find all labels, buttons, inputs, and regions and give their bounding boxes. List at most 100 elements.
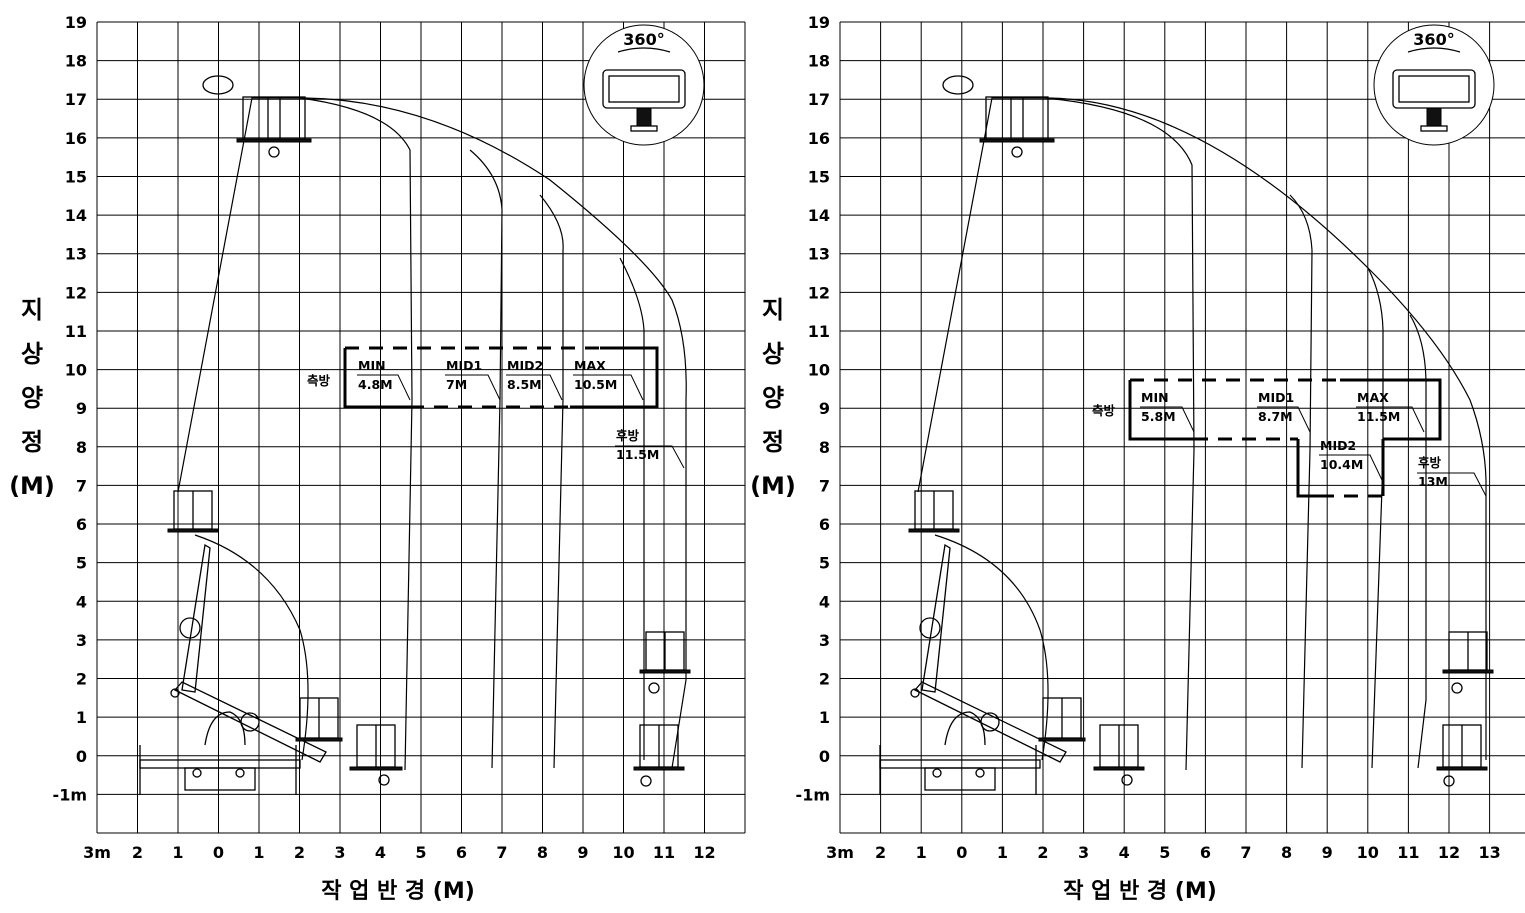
envelope-low-left	[194, 534, 309, 761]
x-tick-label: 12	[1438, 843, 1460, 862]
platform-far-upper-left	[639, 631, 691, 694]
platform-mid-left	[167, 490, 219, 533]
zone-label-max-left: MAX 10.5M	[573, 358, 644, 401]
x-tick-label: 11	[653, 843, 675, 862]
envelope-max-left	[619, 257, 645, 760]
x-tick-label: 8	[537, 843, 548, 862]
x-tick-label: 3	[1078, 843, 1089, 862]
x-tick-label: 11	[1397, 843, 1419, 862]
envelope-mid2-left	[539, 194, 564, 769]
x-tick-label: 5	[415, 843, 426, 862]
x-tick-label: 6	[1200, 843, 1211, 862]
svg-text:MID2: MID2	[507, 358, 543, 373]
svg-text:MAX: MAX	[574, 358, 606, 373]
x-tick-label: 7	[1240, 843, 1251, 862]
svg-text:8.7M: 8.7M	[1258, 409, 1293, 424]
svg-text:MIN: MIN	[358, 358, 386, 373]
svg-text:MID2: MID2	[1320, 438, 1356, 453]
side-label-right: 측방	[1092, 403, 1116, 418]
zone-label-mid1-right: MID1 8.7M	[1257, 390, 1311, 433]
y-tick-label: 1	[819, 708, 830, 727]
x-tick-label: 2	[1037, 843, 1048, 862]
y-tick-label: 6	[76, 515, 87, 534]
svg-text:MAX: MAX	[1357, 390, 1389, 405]
y-tick-label: 5	[819, 554, 830, 573]
svg-text:7M: 7M	[446, 377, 467, 392]
y-tick-label: 17	[808, 90, 830, 109]
platform-ground-right	[1093, 724, 1145, 786]
platform-far-lower-left	[633, 724, 685, 787]
y-tick-label: 12	[65, 283, 87, 302]
y-axis-title-char: 상	[762, 340, 784, 368]
y-tick-label: 2	[76, 670, 87, 689]
svg-text:후방: 후방	[1418, 455, 1442, 470]
x-tick-label: 1	[253, 843, 264, 862]
y-axis-title-char: 양	[21, 384, 43, 412]
x-tick-label: 6	[456, 843, 467, 862]
envelope-outer-left	[177, 97, 687, 769]
y-axis-title-char: 정	[762, 428, 784, 456]
svg-text:5.8M: 5.8M	[1141, 409, 1176, 424]
svg-text:11.5M: 11.5M	[616, 447, 659, 462]
reach-envelope-left	[177, 97, 687, 771]
turntable-rotation-icon-left	[202, 75, 234, 95]
y-tick-label: 2	[819, 670, 830, 689]
x-tick-label: 9	[577, 843, 588, 862]
y-axis-title-char: (M)	[750, 472, 796, 500]
chassis-left	[139, 711, 301, 795]
svg-text:4.8M: 4.8M	[358, 377, 393, 392]
x-tick-label: 0	[956, 843, 967, 862]
y-tick-label: 5	[76, 554, 87, 573]
y-tick-label: 19	[808, 13, 830, 32]
y-tick-label: 9	[76, 399, 87, 418]
y-tick-label: 19	[65, 13, 87, 32]
platform-low-left	[295, 697, 343, 742]
y-tick-label: 11	[808, 322, 830, 341]
x-axis-title-left: 작 업 반 경 (M)	[321, 879, 475, 904]
envelope-low-right	[934, 534, 1049, 761]
reach-envelope-right	[917, 97, 1487, 771]
x-tick-label: 4	[375, 843, 386, 862]
y-tick-label: 16	[65, 129, 87, 148]
x-tick-label: 8	[1281, 843, 1292, 862]
y-tick-label: 8	[819, 438, 830, 457]
envelope-mid2-right	[1367, 267, 1384, 769]
zone-label-min-right: MIN 5.8M	[1140, 390, 1195, 433]
envelope-min-right	[1044, 97, 1195, 771]
x-tick-label: 3m	[826, 843, 854, 862]
y-tick-label: 7	[76, 476, 87, 495]
y-tick-label: 15	[808, 167, 830, 186]
x-tick-label: 1	[997, 843, 1008, 862]
zone-label-min-left: MIN 4.8M	[357, 358, 411, 401]
y-tick-label: 3	[819, 631, 830, 650]
x-tick-label: 5	[1159, 843, 1170, 862]
y-axis-title-char: 지	[762, 296, 784, 324]
rotation-inset-left: 360°	[583, 24, 705, 146]
rear-label-left: 후방 11.5M	[615, 428, 685, 469]
y-tick-label: 6	[819, 515, 830, 534]
turntable-rotation-icon-right	[942, 75, 974, 95]
y-axis-title-char: 정	[21, 428, 43, 456]
platform-mid-right	[908, 490, 960, 533]
machine-drawing-left	[139, 75, 691, 795]
x-tick-label: 2	[294, 843, 305, 862]
rear-label-right: 후방 13M	[1417, 455, 1487, 497]
x-tick-label: 10	[1357, 843, 1379, 862]
svg-text:13M: 13M	[1418, 474, 1448, 489]
y-tick-label: 16	[808, 129, 830, 148]
y-axis-title-char: 양	[762, 384, 784, 412]
envelope-max-right	[1409, 314, 1427, 769]
svg-text:11.5M: 11.5M	[1357, 409, 1400, 424]
y-tick-label: 1	[76, 708, 87, 727]
x-tick-label: 1	[172, 843, 183, 862]
y-tick-label: 11	[65, 322, 87, 341]
zone-label-mid2-left: MID2 8.5M	[506, 358, 563, 401]
y-tick-label: 10	[808, 361, 830, 380]
svg-text:10.5M: 10.5M	[574, 377, 617, 392]
y-tick-label: 7	[819, 476, 830, 495]
